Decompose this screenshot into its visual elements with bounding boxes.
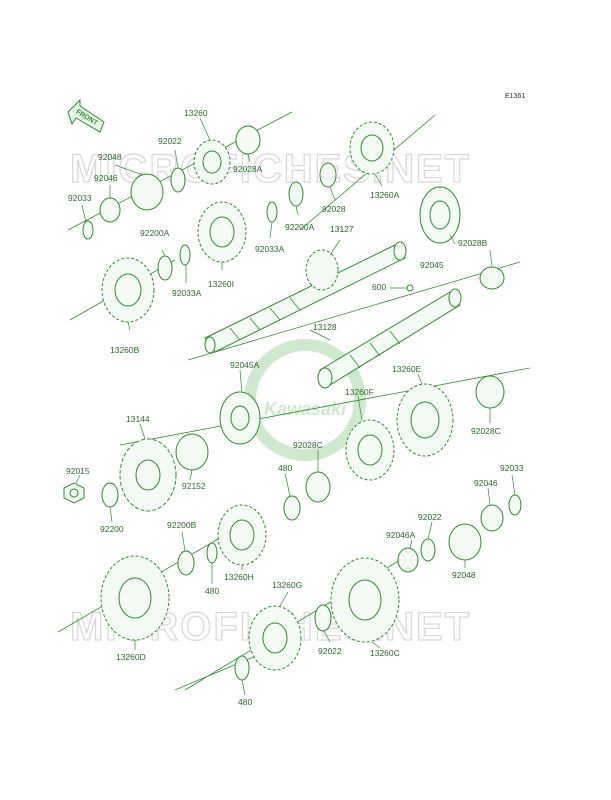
label-92048-right: 92048: [452, 570, 476, 580]
bearing-92028C-right: [475, 375, 505, 409]
label-92046-right: 92046: [474, 478, 498, 488]
bearing-92045A: [219, 391, 261, 445]
label-13260F: 13260F: [345, 387, 374, 397]
label-480-bottom: 480: [238, 697, 252, 707]
part-labels: 13260 92022 92048 92046 92033 92028A 920…: [66, 108, 524, 707]
label-92200B: 92200B: [167, 520, 197, 530]
gear-13260A: [349, 121, 395, 175]
bearing-92028A: [235, 125, 261, 155]
label-92152: 92152: [182, 481, 206, 491]
front-arrow-icon: FRONT: [67, 98, 105, 133]
label-92200: 92200: [100, 524, 124, 534]
label-13260G: 13260G: [272, 580, 302, 590]
gear-13260G: [248, 605, 302, 671]
label-92022-top: 92022: [158, 136, 182, 146]
label-92200A-left: 92200A: [140, 228, 170, 238]
label-92033A-left: 92033A: [172, 288, 202, 298]
gear-13260D: [100, 555, 170, 641]
bearing-92046-bottom: [480, 504, 504, 532]
label-13260A: 13260A: [370, 190, 400, 200]
bearing-92028C-center: [305, 471, 331, 503]
label-13260B: 13260B: [110, 345, 140, 355]
label-13260H: 13260H: [224, 572, 254, 582]
nut-92015: [63, 482, 85, 504]
leader-lines: [75, 117, 516, 696]
bearing-92045: [419, 186, 461, 244]
label-92015: 92015: [66, 466, 90, 476]
gear-13260: [193, 139, 231, 185]
label-92045A: 92045A: [230, 360, 260, 370]
gear-13260F: [345, 419, 395, 481]
bushing-92048-bottom: [448, 523, 482, 561]
label-13260D: 13260D: [116, 652, 146, 662]
gear-13260B: [101, 257, 155, 323]
gear-13260E: [396, 383, 454, 457]
shaft-13127: [204, 241, 407, 354]
label-92028A: 92028A: [233, 164, 263, 174]
label-480-mid: 480: [205, 586, 219, 596]
label-92028: 92028: [322, 204, 346, 214]
label-480-top: 480: [278, 463, 292, 473]
gear-13260H: [217, 504, 267, 566]
pin-600: [406, 284, 414, 292]
label-13128: 13128: [313, 322, 337, 332]
label-92046A: 92046A: [386, 530, 416, 540]
sprocket-13144: [119, 438, 177, 512]
label-92022-bottom: 92022: [318, 646, 342, 656]
gear-on-shaft: [305, 249, 339, 291]
bushing-92048-top: [130, 173, 164, 211]
label-92022-right: 92022: [418, 512, 442, 522]
label-92045: 92045: [420, 260, 444, 270]
label-13260I: 13260I: [208, 279, 234, 289]
label-92033-top: 92033: [68, 193, 92, 203]
bushing-92152: [175, 433, 209, 471]
label-92033A-top: 92033A: [255, 244, 285, 254]
label-92028C-center: 92028C: [293, 440, 323, 450]
bearing-92046-top: [99, 197, 121, 223]
label-92046-top: 92046: [94, 173, 118, 183]
label-600: 600: [372, 282, 386, 292]
label-13127: 13127: [330, 224, 354, 234]
label-13144: 13144: [126, 414, 150, 424]
gear-13260C: [330, 557, 400, 643]
label-92033-right: 92033: [500, 463, 524, 473]
shaft-13128: [317, 288, 462, 389]
label-92028C-right: 92028C: [471, 426, 501, 436]
diagram-code: E1361: [505, 93, 525, 100]
label-92200A-top: 92200A: [285, 222, 315, 232]
collar-92028B: [479, 266, 505, 290]
label-13260: 13260: [184, 108, 208, 118]
gear-13260I: [197, 201, 247, 263]
watermark-top: MICROFICHES.NET: [70, 147, 471, 191]
label-92028B: 92028B: [458, 238, 488, 248]
label-13260C: 13260C: [370, 648, 400, 658]
label-13260E: 13260E: [392, 364, 422, 374]
label-92048-top: 92048: [98, 152, 122, 162]
bearing-92046A: [397, 547, 419, 573]
